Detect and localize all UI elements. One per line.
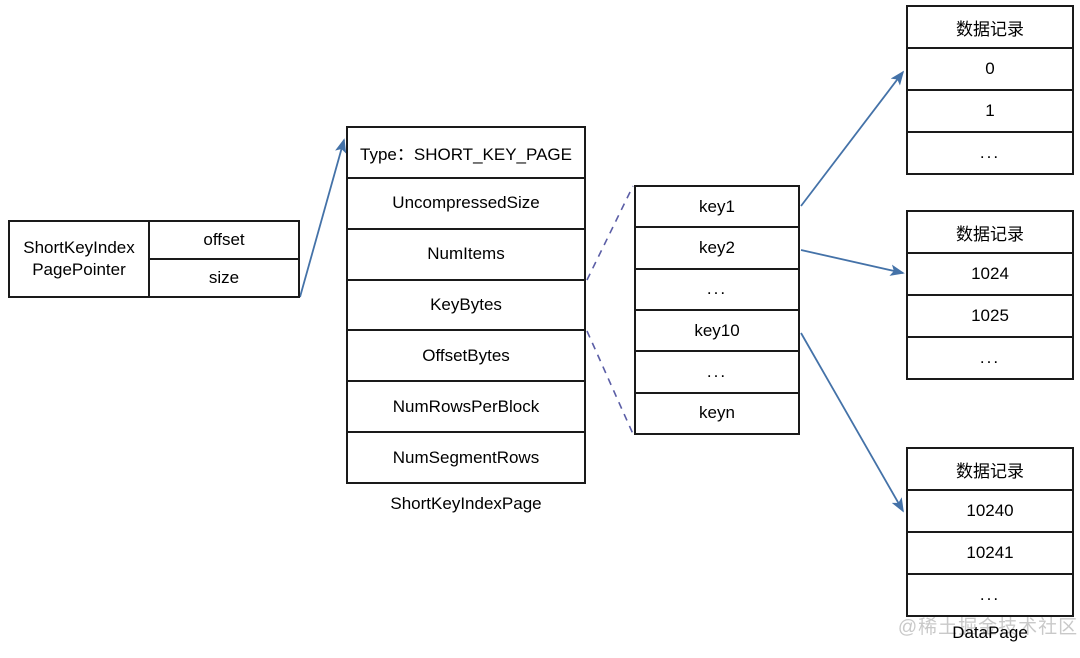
key-list-box: key1 key2 ... key10 ... keyn [634, 185, 800, 435]
skip-row-offset-bytes: OffsetBytes [348, 331, 584, 383]
pointer-fields-column: offset size [150, 222, 298, 296]
data-record-2-row-2: 1025 [908, 296, 1072, 338]
arrow-key10-to-datapage-3 [800, 332, 904, 513]
data-record-1-row-2: 1 [908, 91, 1072, 133]
pointer-label-line-2: PagePointer [32, 260, 126, 279]
key-row-10: key10 [636, 310, 798, 353]
data-record-1-row-1: 0 [908, 49, 1072, 91]
short-key-index-page-pointer-box: ShortKeyIndex PagePointer offset size [8, 220, 300, 298]
data-record-header-1: 数据记录 [908, 7, 1072, 49]
data-record-header-3: 数据记录 [908, 449, 1072, 491]
pointer-field-size: size [150, 260, 298, 296]
arrow-key2-to-datapage-2 [800, 249, 905, 276]
dashed-keybytes-to-keylist-top [586, 185, 634, 281]
data-record-3-row-ellipsis: ... [908, 575, 1072, 615]
data-record-2-row-1: 1024 [908, 254, 1072, 296]
key-row-ellipsis-2: ... [636, 352, 798, 394]
key-row-2: key2 [636, 228, 798, 270]
dashed-offsetbytes-to-keylist-bottom [586, 330, 634, 435]
short-key-index-page-box: Type：SHORT_KEY_PAGE UncompressedSize Num… [346, 126, 586, 484]
data-record-3-row-2: 10241 [908, 533, 1072, 575]
data-record-table-2: 数据记录 1024 1025 ... [906, 210, 1074, 380]
arrow-pointer-to-page [299, 138, 347, 298]
skip-row-num-rows-per-block: NumRowsPerBlock [348, 382, 584, 434]
key-row-n: keyn [636, 393, 798, 433]
skip-row-num-segment-rows: NumSegmentRows [348, 433, 584, 483]
pointer-field-offset: offset [150, 222, 298, 260]
key-row-ellipsis-1: ... [636, 269, 798, 311]
key-row-1: key1 [636, 187, 798, 229]
skip-row-num-items: NumItems [348, 229, 584, 281]
pointer-box-label: ShortKeyIndex PagePointer [10, 222, 150, 296]
pointer-label-line-1: ShortKeyIndex [23, 238, 135, 258]
site-watermark: @稀土掘金技术社区 [897, 617, 1079, 638]
data-record-header-2: 数据记录 [908, 212, 1072, 254]
data-record-table-1: 数据记录 0 1 ... [906, 5, 1074, 175]
skip-row-uncompressed-size: UncompressedSize [348, 178, 584, 230]
data-page-caption: DataPage [952, 623, 1028, 642]
short-key-index-page-caption: ShortKeyIndexPage [390, 494, 542, 513]
data-record-1-row-ellipsis: ... [908, 133, 1072, 173]
arrow-key1-to-datapage-1 [800, 70, 905, 207]
data-record-table-3: 数据记录 10240 10241 ... [906, 447, 1074, 617]
skip-row-type: Type：SHORT_KEY_PAGE [348, 128, 584, 179]
data-record-2-row-ellipsis: ... [908, 338, 1072, 378]
skip-row-key-bytes: KeyBytes [348, 280, 584, 332]
data-record-3-row-1: 10240 [908, 491, 1072, 533]
